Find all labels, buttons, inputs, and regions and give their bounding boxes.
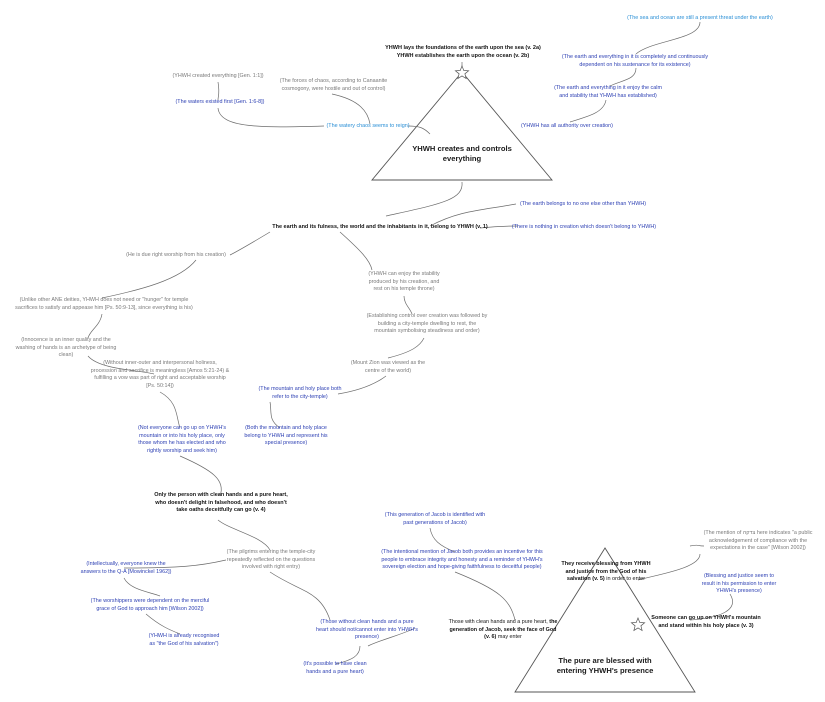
note-seek-face-of-god: Those with clean hands and a pure heart,… — [448, 619, 558, 641]
note-sea-threat: (The sea and ocean are still a present t… — [627, 15, 773, 21]
note-mountain-holy-place: (The mountain and holy place both refer … — [258, 386, 342, 400]
top-triangle-label: YHWH creates and controls everything — [412, 144, 512, 163]
note-public-acknowledgement: (The mention of צדקה here indicates "a p… — [703, 530, 813, 552]
note-mount-zion: (Mount Zion was viewed as the centre of … — [350, 360, 426, 374]
note-earth-belongs: The earth and its fulness, the world and… — [272, 224, 488, 230]
note-nothing-in-creation: (There is nothing in creation which does… — [511, 224, 657, 230]
note-waters-existed: (The waters existed first [Gen. 1:6-8]) — [175, 99, 265, 105]
top-triangle — [371, 71, 553, 181]
connector-lines — [87, 21, 733, 665]
note-belongs-to-no-one: (The earth belongs to no one else other … — [519, 201, 647, 207]
note-receive-blessing: They receive blessing from YHWH and just… — [561, 561, 651, 583]
note-innocence: (Innocence is an inner quality and the w… — [15, 337, 117, 359]
note-forces-of-chaos: (The forces of chaos, according to Canaa… — [279, 78, 388, 92]
note-generation-of-jacob: (This generation of Jacob is identified … — [384, 512, 486, 526]
note-inner-outer-holiness: (Without inner-outer and interpersonal h… — [90, 360, 230, 389]
note-those-without: (Those without clean hands and a pure he… — [316, 619, 418, 641]
note-go-up-mountain: Someone can go up on YHWH's mountain and… — [651, 615, 761, 629]
note-god-of-salvation: (YHWH is already recognised as "the God … — [148, 633, 220, 647]
note-right-worship: (He is due right worship from his creati… — [126, 252, 226, 258]
note-created-everything: (YHWH created everything [Gen. 1:1]) — [172, 73, 264, 79]
note-dependent: (The earth and everything in it is compl… — [561, 54, 709, 68]
note-not-everyone: (Not everyone can go up on YHWH's mounta… — [137, 425, 227, 454]
note-watery-chaos: (The watery chaos seems to reign) — [326, 123, 410, 129]
note-enjoy-stability: (YHWH can enjoy the stability produced b… — [368, 271, 440, 293]
star-icon — [454, 65, 470, 80]
note-foundations: YHWH lays the foundations of the earth u… — [385, 45, 541, 59]
note-city-temple-dwelling: (Establishing control over creation was … — [366, 313, 488, 335]
bottom-triangle-label: The pure are blessed with entering YHWH'… — [556, 656, 654, 675]
bottom-triangle — [514, 547, 696, 693]
note-calm-stability: (The earth and everything in it enjoy th… — [554, 85, 662, 99]
note-clean-hands-pure-heart: Only the person with clean hands and a p… — [154, 492, 288, 514]
note-mention-of-jacob: (The intentional mention of Jacob both p… — [381, 549, 543, 571]
note-pilgrims-reflected: (The pilgrims entering the temple-city r… — [226, 549, 316, 571]
note-permission-to-enter: (Blessing and justice seem to result in … — [701, 573, 777, 595]
note-special-presence: (Both the mountain and holy place belong… — [244, 425, 328, 447]
star-icon — [630, 617, 646, 632]
note-intellectually: (Intellectually, everyone knew the answe… — [80, 561, 172, 575]
note-merciful-grace: (The worshippers were dependent on the m… — [90, 598, 210, 612]
note-possible-clean-hands: (It's possible to have clean hands and a… — [303, 661, 367, 675]
note-ane-deities: (Unlike other ANE deities, YHWH does not… — [15, 297, 193, 311]
note-authority: (YHWH has all authority over creation) — [521, 123, 613, 129]
